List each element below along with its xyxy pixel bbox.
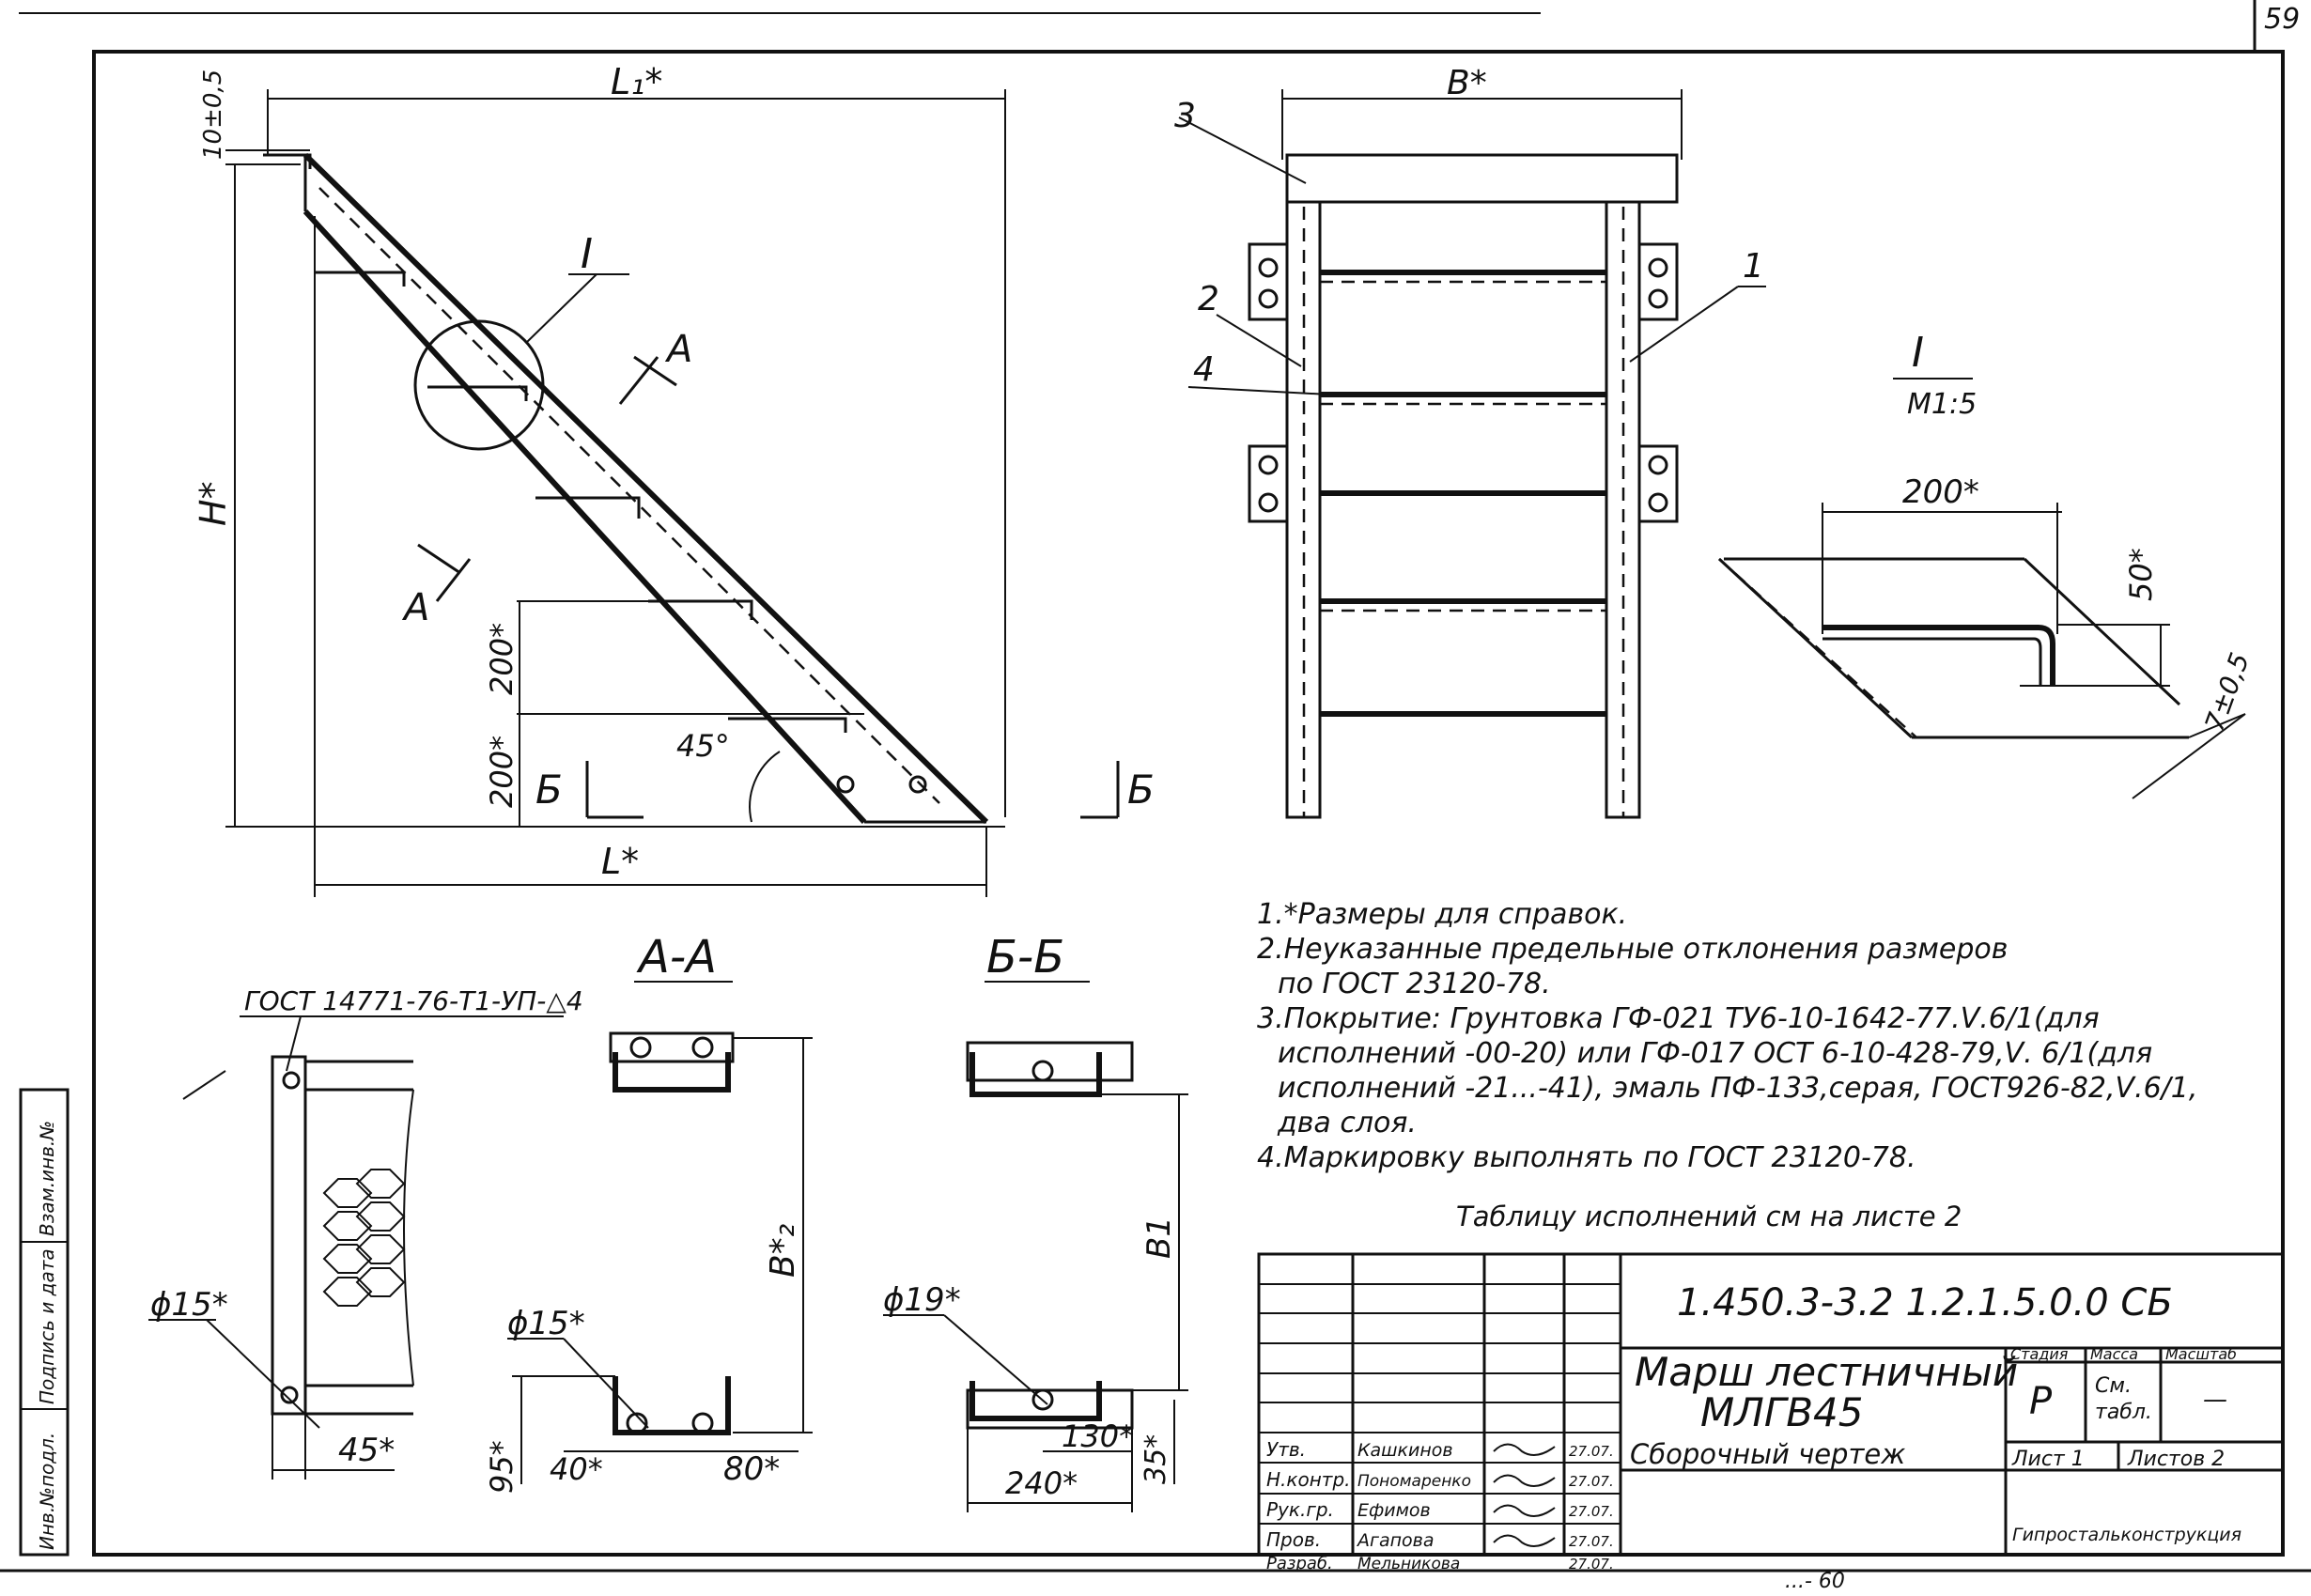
scale-label: Масштаб (2165, 1345, 2237, 1363)
name-checked: Агапова (1356, 1530, 1435, 1551)
name-developed: Мельникова (1357, 1555, 1460, 1573)
dia-19: ϕ19* (883, 1281, 961, 1319)
dim-240: 240* (1005, 1465, 1078, 1501)
date-2: 27.07. (1569, 1473, 1614, 1490)
role-group-lead: Рук.гр. (1266, 1498, 1334, 1521)
page-number: 59 (2264, 3, 2300, 36)
section-A-top: А (664, 328, 692, 371)
sheet-frame (92, 50, 2285, 1557)
detail-dim-200: 200* (1902, 473, 1979, 511)
detail-dim-50: 50* (2123, 548, 2159, 601)
dim-35: 35* (1140, 1434, 1172, 1484)
stair-elevation: L₁* H* 10±0,5 I (193, 61, 1155, 897)
mass-label: Масса (2090, 1345, 2138, 1363)
detail-dim-7: 7±0,5 (2199, 648, 2256, 735)
dim-B2: В*₂ (764, 1224, 802, 1278)
dim-B1: В1 (1140, 1216, 1178, 1259)
product-name-2: МЛГВ45 (1700, 1389, 1863, 1435)
pos-1: 1 (1743, 247, 1764, 286)
side-stamp: Инв.№подл. Подпись и дата Взам.инв.№ (19, 1088, 70, 1557)
dim-130: 130* (1062, 1418, 1134, 1454)
detail-I-scale: М1:5 (1907, 388, 1977, 421)
note-3a: 3.Покрытие: Грунтовка ГФ-021 ТУ6-10-1642… (1257, 1002, 2100, 1035)
section-AA-title: А-А (636, 931, 717, 984)
sheets-total: Листов 2 (2127, 1448, 2225, 1471)
scale-value: — (2203, 1386, 2227, 1414)
detail-I-title: I (1912, 329, 1924, 377)
stamp-sign-date: Подпись и дата (36, 1248, 58, 1404)
dia-15-left: ϕ15* (150, 1286, 228, 1324)
name-norm-control: Пономаренко (1357, 1472, 1471, 1491)
product-name-1: Марш лестничный (1635, 1349, 2018, 1395)
section-A-bottom: А (401, 586, 429, 629)
stage-value: Р (2029, 1380, 2053, 1423)
dim-200-lower: 200* (484, 736, 520, 808)
doc-type: Сборочный чертеж (1630, 1438, 1905, 1470)
section-AA: А-А ГОСТ 14771-76-Т1-УП-△4 ϕ15* 45* (148, 931, 813, 1494)
note-3c: исполнений -21...-41), эмаль ПФ-133,сера… (1278, 1072, 2198, 1105)
sheet-number: Лист 1 (2011, 1448, 2085, 1471)
name-approved: Кашкинов (1357, 1440, 1453, 1461)
weld-symbol: ГОСТ 14771-76-Т1-УП-△4 (244, 985, 583, 1016)
callout-I: I (581, 230, 593, 278)
treads (315, 271, 847, 733)
section-B-right: Б (1127, 767, 1155, 813)
date-1: 27.07. (1569, 1443, 1614, 1460)
note-3b: исполнений -00-20) или ГФ-017 ОСТ 6-10-4… (1278, 1037, 2153, 1070)
date-3: 27.07. (1569, 1503, 1614, 1520)
dim-B: В* (1447, 64, 1487, 102)
section-BB-title: Б-Б (986, 931, 1064, 984)
stamp-inv-replace: Взам.инв.№ (36, 1121, 58, 1236)
organization: Гипростальконструкция (2012, 1525, 2241, 1545)
designation: 1.450.3-3.2 1.2.1.5.0.0 СБ (1677, 1281, 2173, 1325)
note-2a: 2.Неуказанные предельные отклонения разм… (1257, 933, 2009, 966)
angle-45: 45° (676, 728, 730, 764)
pos-3: 3 (1174, 97, 1196, 135)
title-block: Утв. Н.контр. Рук.гр. Пров. Разраб. Кашк… (1257, 1252, 2285, 1573)
role-checked: Пров. (1266, 1528, 1321, 1551)
dim-10: 10±0,5 (199, 70, 227, 160)
detail-I: I М1:5 200* 50* 7±0,5 (1717, 329, 2256, 799)
dim-40: 40* (550, 1451, 603, 1487)
section-BB: Б-Б В1 ϕ19* 130* 240* 35* (883, 931, 1188, 1512)
mass-value-1: См. (2095, 1374, 2132, 1398)
dia-15-mid: ϕ15* (507, 1305, 585, 1342)
mass-value-2: табл. (2095, 1401, 2152, 1424)
dim-45: 45* (338, 1432, 395, 1469)
dim-95: 95* (484, 1440, 520, 1494)
stage-label: Стадия (2010, 1345, 2069, 1363)
table-reference: Таблицу исполнений см на листе 2 (1456, 1201, 1962, 1232)
general-notes: 1.*Размеры для справок. 2.Неуказанные пр… (1257, 897, 2281, 1175)
note-3d: два слоя. (1278, 1107, 1417, 1139)
note-1: 1.*Размеры для справок. (1257, 898, 1628, 931)
note-4: 4.Маркировку выполнять по ГОСТ 23120-78. (1257, 1141, 1916, 1174)
section-B-left: Б (535, 767, 563, 813)
date-5: 27.07. (1569, 1556, 1614, 1573)
stamp-inv-orig: Инв.№подл. (36, 1433, 58, 1550)
bottom-fragment: ...- 60 (1785, 1570, 1845, 1592)
role-approved: Утв. (1266, 1438, 1306, 1461)
dim-200-upper: 200* (484, 623, 520, 695)
dim-L: L* (601, 841, 639, 882)
mesh-pattern (322, 1169, 406, 1307)
name-group-lead: Ефимов (1357, 1500, 1431, 1521)
dim-80: 80* (723, 1450, 780, 1488)
role-developed: Разраб. (1266, 1554, 1333, 1573)
role-norm-control: Н.контр. (1266, 1468, 1351, 1491)
pos-4: 4 (1193, 350, 1215, 389)
stair-plan: В* 3 2 4 (1174, 64, 1766, 819)
dim-H: H* (193, 481, 234, 526)
dim-L1: L₁* (611, 61, 662, 102)
pos-2: 2 (1198, 280, 1219, 318)
date-4: 27.07. (1569, 1533, 1614, 1550)
note-2b: по ГОСТ 23120-78. (1278, 968, 1551, 1000)
